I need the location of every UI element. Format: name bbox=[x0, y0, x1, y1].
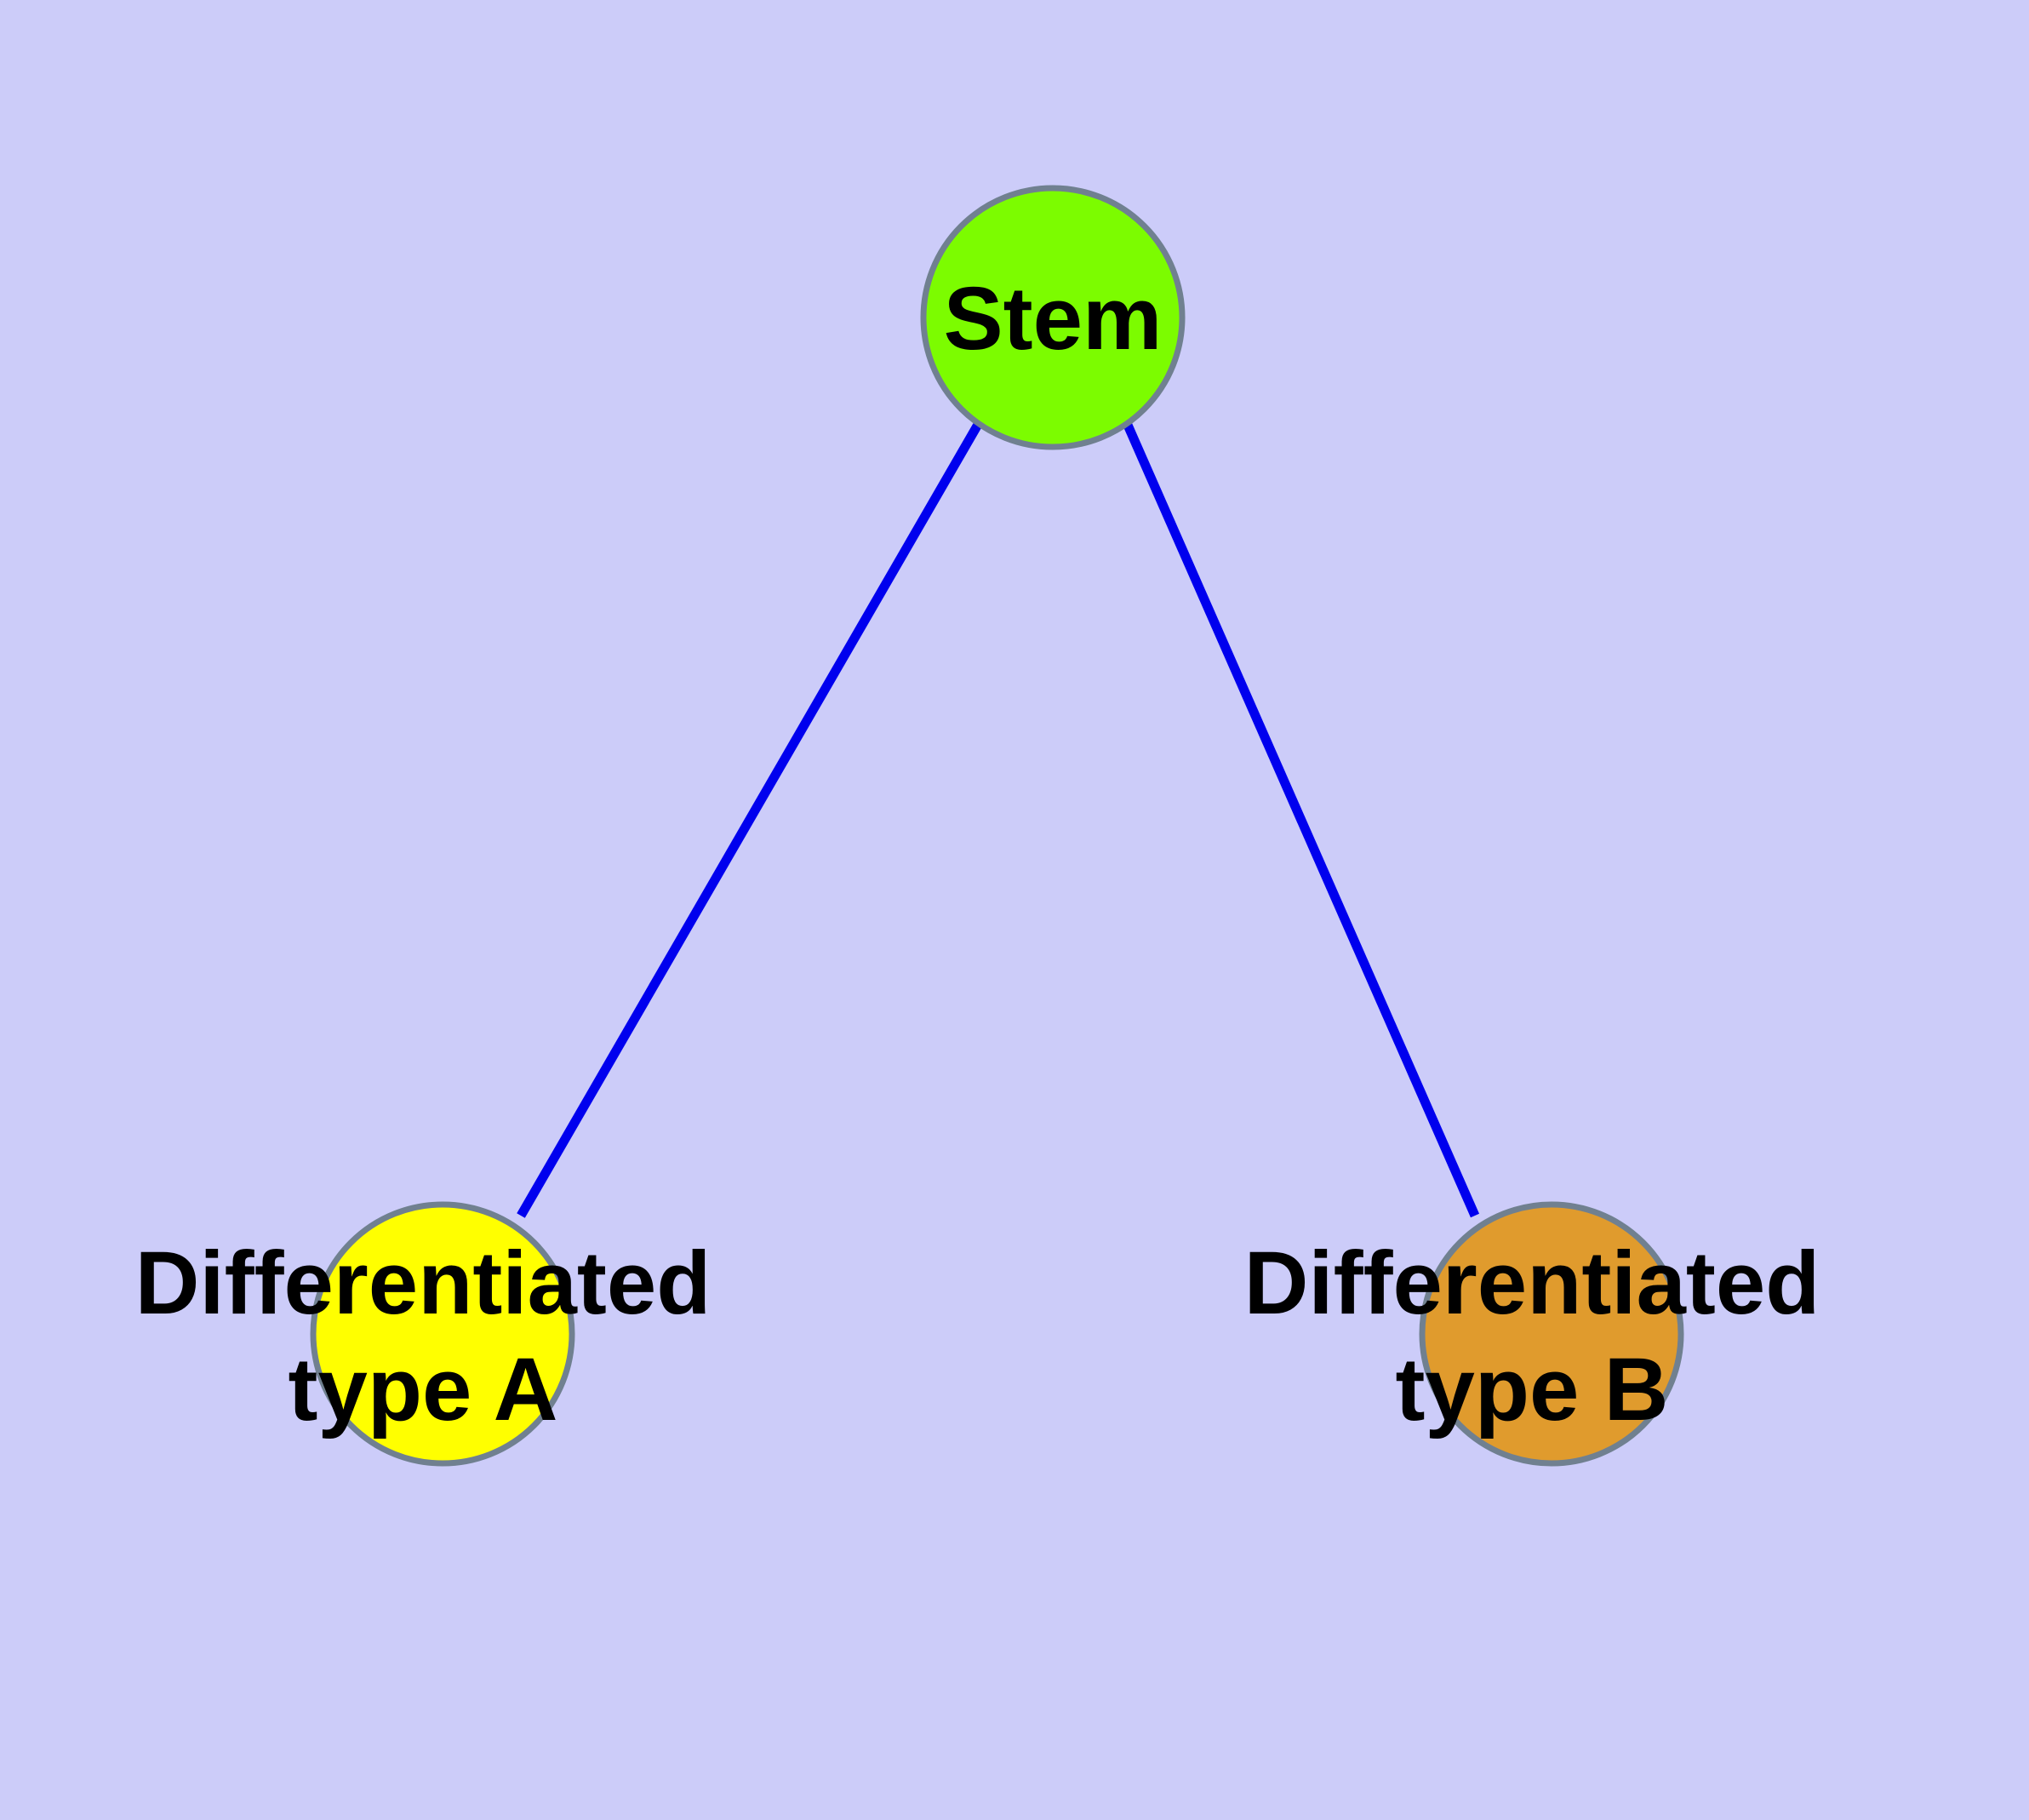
node-circle-diff_b[interactable] bbox=[1419, 1201, 1684, 1467]
label-line: Differentiated bbox=[135, 1233, 712, 1333]
label-line: Differentiated bbox=[1244, 1233, 1820, 1333]
label-line: Stem bbox=[944, 269, 1163, 369]
edge-stem-to-diff_b bbox=[1122, 421, 1480, 1218]
node-label-stem: Stem bbox=[944, 269, 1163, 369]
edge-stem-to-diff_a bbox=[517, 421, 983, 1218]
label-line: type A bbox=[289, 1340, 558, 1439]
node-circle-diff_a[interactable] bbox=[310, 1201, 575, 1467]
node-stem[interactable]: Stem bbox=[920, 185, 1186, 450]
label-line: type B bbox=[1396, 1340, 1669, 1439]
node-circle-stem[interactable] bbox=[920, 185, 1186, 450]
edges-group bbox=[517, 421, 1480, 1218]
